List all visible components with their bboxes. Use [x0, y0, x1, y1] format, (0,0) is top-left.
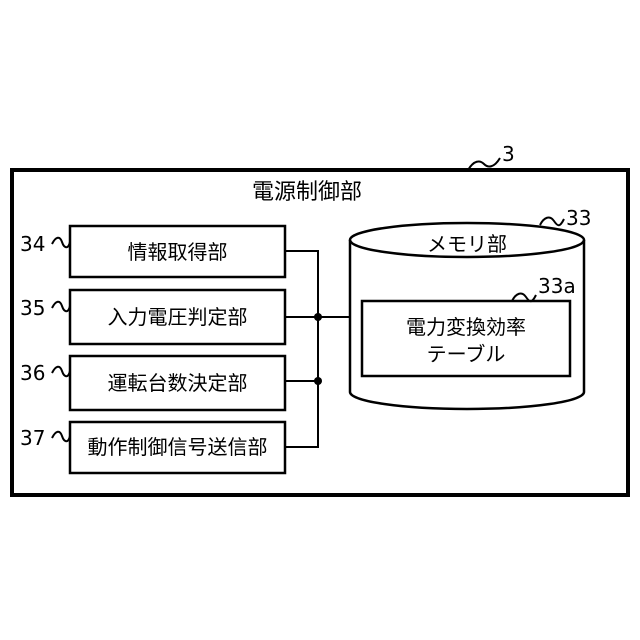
block-36-label: 運転台数決定部 — [70, 373, 285, 393]
block-34-label: 情報取得部 — [70, 242, 285, 262]
bus-line — [285, 251, 318, 447]
leader-36 — [52, 367, 70, 377]
table-ref: 33a — [538, 276, 576, 296]
block-35-ref: 35 — [20, 298, 45, 318]
block-37-ref: 37 — [20, 428, 45, 448]
leader-37 — [52, 432, 70, 442]
table-label-line2: テーブル — [362, 344, 570, 364]
leader-33 — [540, 218, 564, 226]
main-unit-label: 電源制御部 — [252, 182, 362, 204]
main-unit-ref: 3 — [502, 144, 515, 164]
memory-label: メモリ部 — [350, 234, 584, 254]
block-34-ref: 34 — [20, 234, 45, 254]
leader-35 — [52, 302, 70, 312]
junction-dot-2 — [314, 377, 322, 385]
memory-ref: 33 — [566, 208, 591, 228]
block-36-ref: 36 — [20, 363, 45, 383]
junction-dot-1 — [314, 313, 322, 321]
block-35-label: 入力電圧判定部 — [70, 307, 285, 327]
block-37-label: 動作制御信号送信部 — [70, 437, 285, 457]
leader-34 — [52, 238, 70, 248]
table-label-line1: 電力変換効率 — [362, 317, 570, 337]
